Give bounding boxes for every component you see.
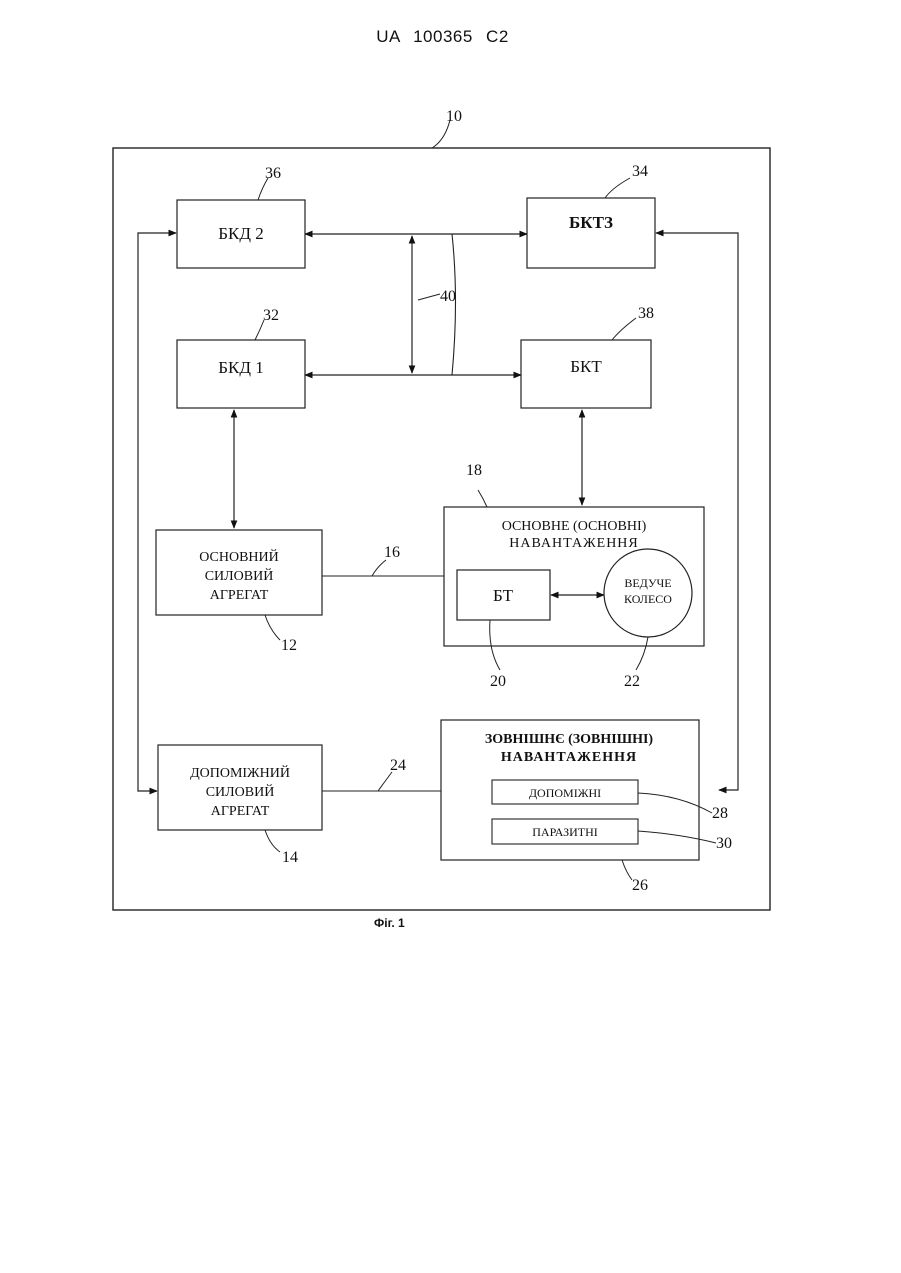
ref-aux-link: 24: [390, 757, 406, 774]
aux-unit-line-3: АГРЕГАТ: [211, 804, 270, 819]
bkd2-aux-unit-link: [138, 233, 176, 791]
main-unit-line-3: АГРЕГАТ: [210, 588, 269, 603]
ext-load-line-2: НАВАНТАЖЕННЯ: [501, 750, 637, 765]
ref-bkt: 38: [638, 305, 654, 322]
ref-bktz: 34: [632, 163, 648, 180]
ref-ext-load: 26: [632, 877, 648, 894]
bktz-leader: [605, 178, 630, 198]
bkt-label: БКТ: [570, 357, 602, 376]
ref-bkd2: 36: [265, 165, 281, 182]
aux-unit-leader: [265, 830, 280, 852]
ext-load-line-1: ЗОВНІШНЄ (ЗОВНІШНІ): [485, 732, 654, 747]
main-unit-line-2: СИЛОВИЙ: [205, 567, 274, 584]
bktz-label: БКТЗ: [569, 213, 613, 232]
bt-label: БТ: [493, 586, 514, 605]
ref-wheel: 22: [624, 673, 640, 690]
main-load-line-2: НАВАНТАЖЕННЯ: [509, 536, 639, 551]
main-link-leader: [372, 560, 386, 576]
figure-caption: Фіг. 1: [374, 916, 405, 930]
bkd1-label: БКД 1: [218, 358, 263, 377]
bkt-leader: [612, 318, 636, 340]
aux-link-leader: [378, 772, 392, 791]
main-unit-leader: [265, 615, 280, 640]
wheel-line-2: КОЛЕСО: [624, 592, 672, 606]
ref-main-unit: 12: [281, 637, 297, 654]
bktz-block: [527, 198, 655, 268]
bkd2-label: БКД 2: [218, 224, 263, 243]
main-unit-line-1: ОСНОВНИЙ: [199, 548, 279, 565]
auxiliary-label: ДОПОМІЖНІ: [529, 786, 601, 800]
ref-parasitic: 30: [716, 835, 732, 852]
ref-aux-unit: 14: [282, 849, 298, 866]
ref-main-load: 18: [466, 462, 482, 479]
ref-main-link: 16: [384, 544, 400, 561]
main-load-line-1: ОСНОВНЕ (ОСНОВНІ): [502, 519, 647, 534]
ref-auxiliary: 28: [712, 805, 728, 822]
wheel-line-1: ВЕДУЧЕ: [624, 576, 671, 590]
aux-unit-line-1: ДОПОМІЖНИЙ: [190, 764, 290, 781]
ref-bkd1: 32: [263, 307, 279, 324]
ext-load-leader: [622, 860, 632, 880]
ref-bt: 20: [490, 673, 506, 690]
aux-unit-line-2: СИЛОВИЙ: [206, 783, 275, 800]
ref-bus: 40: [440, 288, 456, 305]
main-load-leader: [478, 490, 487, 507]
bus-leader: [418, 294, 440, 300]
parasitic-label: ПАРАЗИТНІ: [532, 825, 598, 839]
ref-system: 10: [446, 108, 462, 125]
